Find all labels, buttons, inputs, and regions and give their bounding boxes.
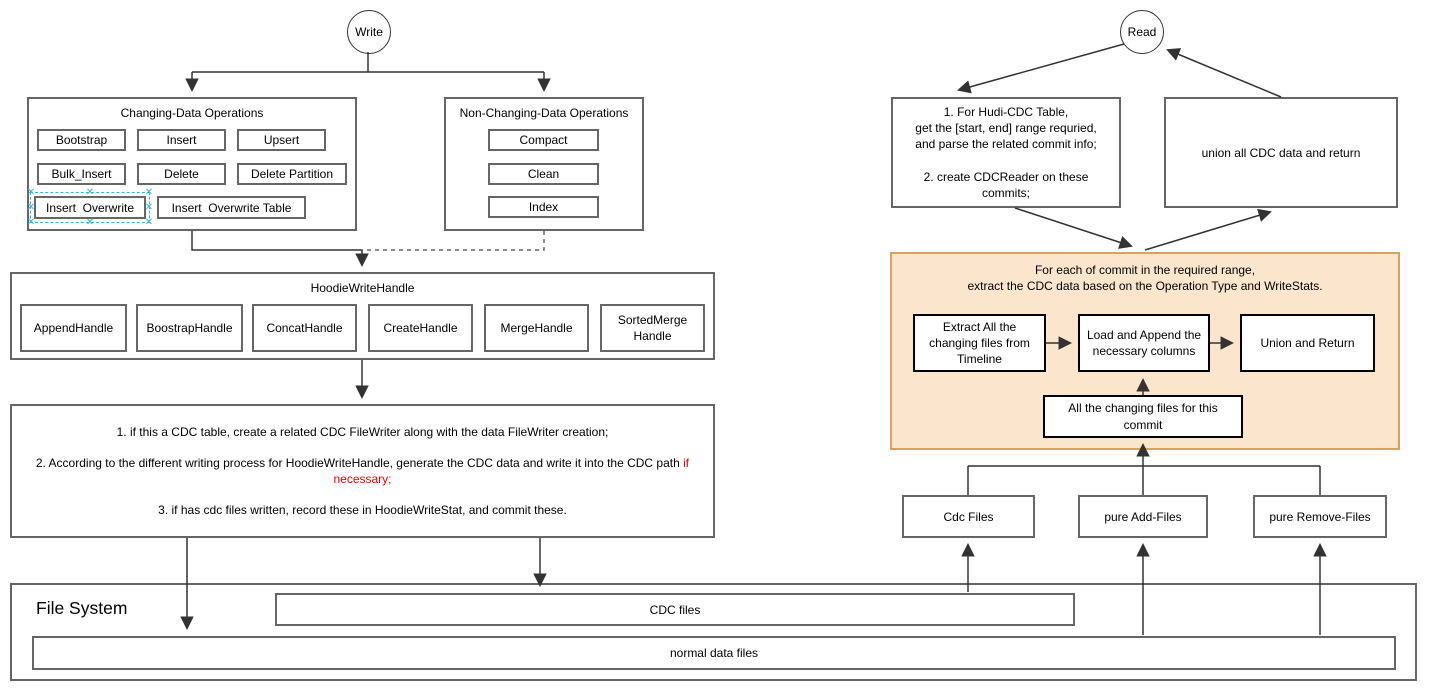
selection-handle-icon[interactable]: ✕ xyxy=(144,202,154,213)
normal-data-files-bar-label: normal data files xyxy=(669,646,759,660)
edge-read-to-prepare-arrow xyxy=(957,43,1125,94)
handle-concat[interactable]: ConcatHandle xyxy=(252,304,357,352)
write-start-node[interactable]: Write xyxy=(347,10,391,54)
handle-append[interactable]: AppendHandle xyxy=(20,304,127,352)
handle-append-label: AppendHandle xyxy=(33,320,114,335)
selection-handle-icon[interactable]: ✕ xyxy=(144,187,154,198)
read-prepare-line4: 2. create CDCReader on these xyxy=(923,169,1089,184)
per-commit-title-line1: For each of commit in the required range… xyxy=(1034,263,1256,277)
write-step-2-black: 2. According to the different writing pr… xyxy=(35,455,684,470)
cdc-files-group-box[interactable]: Cdc Files xyxy=(902,495,1035,538)
read-prepare-line2: get the [start, end] range requried, xyxy=(915,121,1097,136)
op-compact-label: Compact xyxy=(519,133,568,147)
op-index[interactable]: Index xyxy=(488,196,599,218)
op-upsert-label: Upsert xyxy=(263,133,300,147)
selection-handle-icon[interactable]: ✕ xyxy=(26,217,36,228)
union-and-return-label: Union and Return xyxy=(1260,335,1355,350)
edge-union-to-read-arrow xyxy=(1166,48,1282,98)
normal-data-files-bar[interactable]: normal data files xyxy=(32,636,1396,670)
all-changing-files-label: All the changing files for this commit xyxy=(1068,401,1218,432)
op-insert-overwrite[interactable]: Insert Overwrite xyxy=(34,196,146,219)
pure-add-files-label: pure Add-Files xyxy=(1104,509,1182,524)
non-changing-data-operations-title: Non-Changing-Data Operations xyxy=(459,106,629,120)
read-start-label: Read xyxy=(1127,25,1157,39)
write-start-label: Write xyxy=(355,25,383,39)
read-prepare-line5: commits; xyxy=(982,185,1030,200)
op-bulk-insert-label: Bulk_Insert xyxy=(51,167,112,181)
extract-changing-files-box[interactable]: Extract All the changing files from Time… xyxy=(913,314,1046,372)
op-delete[interactable]: Delete xyxy=(137,163,226,185)
selection-handle-icon[interactable]: ✕ xyxy=(26,187,36,198)
op-insert-overwrite-table-label: Insert Overwrite Table xyxy=(171,200,292,215)
pure-remove-files-box[interactable]: pure Remove-Files xyxy=(1253,495,1387,538)
op-bootstrap[interactable]: Bootstrap xyxy=(37,129,126,151)
changing-data-operations-title: Changing-Data Operations xyxy=(120,106,264,120)
union-all-box[interactable]: union all CDC data and return xyxy=(1164,97,1398,208)
handle-boostrap-label: BoostrapHandle xyxy=(146,320,233,335)
op-bootstrap-label: Bootstrap xyxy=(55,133,108,147)
selection-outline[interactable] xyxy=(30,192,150,223)
handle-boostrap[interactable]: BoostrapHandle xyxy=(136,304,243,352)
pure-add-files-box[interactable]: pure Add-Files xyxy=(1078,495,1208,538)
handle-concat-label: ConcatHandle xyxy=(266,320,343,335)
selection-handle-icon[interactable]: ✕ xyxy=(144,217,154,228)
read-start-node[interactable]: Read xyxy=(1120,10,1164,54)
op-index-label: Index xyxy=(528,200,559,214)
cdc-files-group-label: Cdc Files xyxy=(943,509,994,524)
per-commit-title: For each of commit in the required range… xyxy=(892,262,1398,294)
op-delete-label: Delete xyxy=(164,167,199,181)
op-delete-partition[interactable]: Delete Partition xyxy=(237,163,347,185)
selection-handle-icon[interactable]: ✕ xyxy=(26,202,36,213)
write-step-1: 1. if this a CDC table, create a related… xyxy=(116,425,609,440)
load-append-columns-label: Load and Append the necessary columns xyxy=(1086,327,1202,358)
union-and-return-box[interactable]: Union and Return xyxy=(1240,314,1375,372)
handle-sorted-merge-label: SortedMerge Handle xyxy=(617,312,688,343)
handle-merge-label: MergeHandle xyxy=(500,320,573,335)
write-steps-text: 1. if this a CDC table, create a related… xyxy=(12,406,713,536)
cdc-files-bar[interactable]: CDC files xyxy=(275,593,1075,626)
op-clean[interactable]: Clean xyxy=(488,163,599,185)
op-insert-overwrite-table[interactable]: Insert Overwrite Table xyxy=(157,196,306,219)
all-changing-files-box[interactable]: All the changing files for this commit xyxy=(1043,395,1243,438)
union-all-label: union all CDC data and return xyxy=(1201,145,1361,160)
write-step-2-red: if necessary; xyxy=(333,455,690,486)
op-insert-overwrite-label: Insert Overwrite xyxy=(45,200,135,215)
read-prepare-line3: and parse the related commit info; xyxy=(915,137,1097,152)
cdc-files-bar-label: CDC files xyxy=(649,602,701,617)
selection-handle-icon[interactable]: ✕ xyxy=(85,187,95,198)
op-insert[interactable]: Insert xyxy=(137,129,226,151)
op-delete-partition-label: Delete Partition xyxy=(250,167,334,181)
handle-sorted-merge[interactable]: SortedMerge Handle xyxy=(600,304,705,352)
edge-nonchanging-dashed xyxy=(364,231,545,251)
handle-create-label: CreateHandle xyxy=(383,320,458,335)
read-prepare-line1: 1. For Hudi-CDC Table, xyxy=(943,105,1069,120)
op-clean-label: Clean xyxy=(527,167,560,181)
op-bulk-insert[interactable]: Bulk_Insert xyxy=(37,163,126,185)
op-insert-label: Insert xyxy=(166,133,197,147)
read-prepare-box[interactable]: 1. For Hudi-CDC Table, get the [start, e… xyxy=(891,97,1121,208)
write-step-3: 3. if has cdc files written, record thes… xyxy=(158,502,567,517)
handle-create[interactable]: CreateHandle xyxy=(368,304,473,352)
pure-remove-files-label: pure Remove-Files xyxy=(1269,509,1371,524)
extract-changing-files-label: Extract All the changing files from Time… xyxy=(929,319,1030,367)
op-compact[interactable]: Compact xyxy=(488,129,599,151)
load-append-columns-box[interactable]: Load and Append the necessary columns xyxy=(1078,314,1210,372)
edge-prepare-to-percommit-arrow xyxy=(1014,207,1133,249)
per-commit-title-line2: extract the CDC data based on the Operat… xyxy=(967,279,1323,294)
edge-changing-to-handle-arrow xyxy=(191,231,369,268)
write-step-2: 2. According to the different writing pr… xyxy=(22,455,703,487)
hoodie-write-handle-box[interactable]: HoodieWriteHandle xyxy=(10,272,715,360)
hoodie-write-handle-title: HoodieWriteHandle xyxy=(310,281,415,295)
op-upsert[interactable]: Upsert xyxy=(237,129,326,151)
selection-handle-icon[interactable]: ✕ xyxy=(85,217,95,228)
file-system-title: File System xyxy=(36,598,128,618)
handle-merge[interactable]: MergeHandle xyxy=(484,304,589,352)
write-steps-box[interactable] xyxy=(10,404,715,538)
spacer xyxy=(897,153,1115,169)
edge-percommit-to-union-arrow xyxy=(1144,208,1272,251)
